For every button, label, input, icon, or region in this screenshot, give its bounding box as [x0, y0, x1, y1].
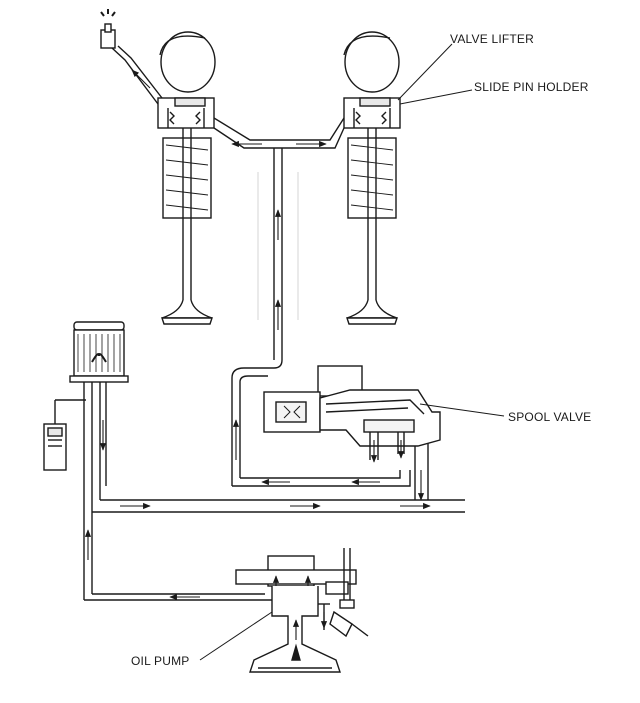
upper-oil-gallery [213, 117, 345, 360]
slide-pin-holder-label: SLIDE PIN HOLDER [474, 80, 589, 94]
oil-pump [235, 548, 369, 673]
spool-valve [263, 365, 441, 460]
pressure-switch-icon [43, 399, 86, 471]
right-valve-assembly [343, 31, 401, 325]
left-valve-assembly [157, 31, 216, 325]
oil-pump-label: OIL PUMP [131, 654, 190, 668]
valve-lifter-label: VALVE LIFTER [450, 32, 534, 46]
leader-lines [199, 43, 505, 661]
spray-nozzle-icon [100, 9, 163, 105]
flow-arrows [84, 69, 431, 640]
main-oil-lines [83, 359, 465, 601]
oil-filter-icon [69, 321, 129, 383]
flow-arrow-icon [131, 69, 151, 89]
spool-valve-label: SPOOL VALVE [508, 410, 592, 424]
